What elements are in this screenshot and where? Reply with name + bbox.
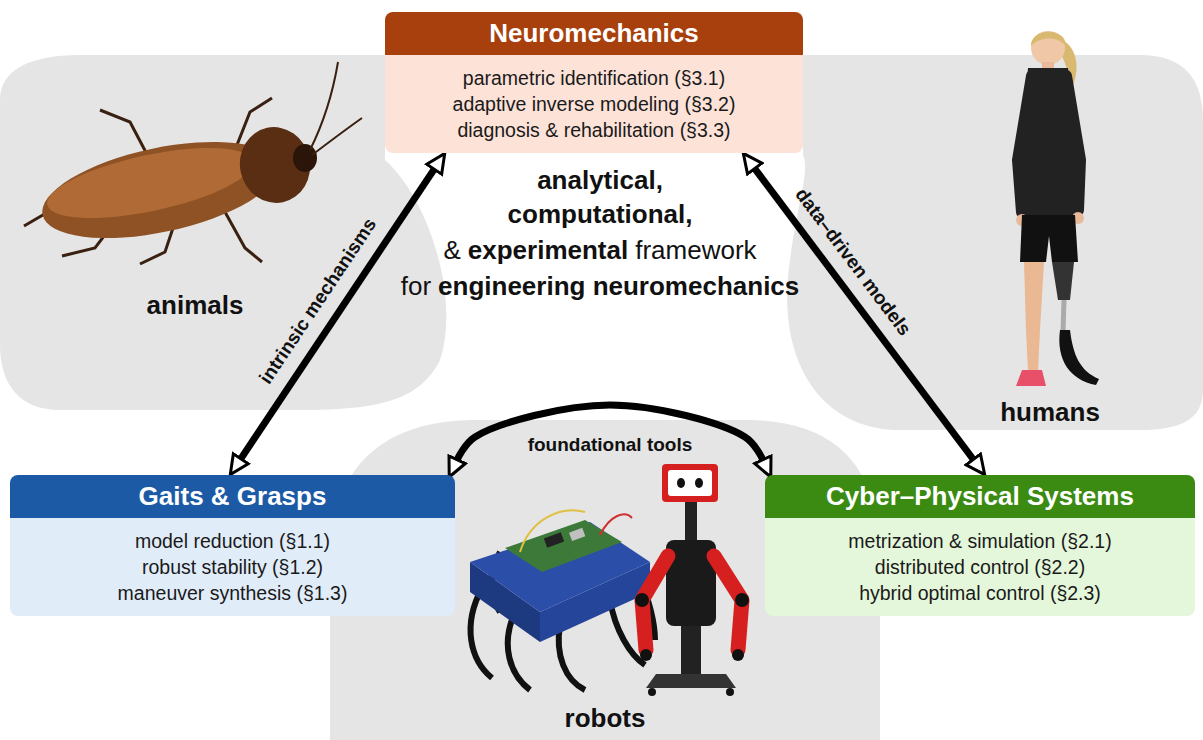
hexapod-robot bbox=[470, 510, 655, 690]
central-text-line: &experimentalframework bbox=[443, 234, 756, 266]
box-item: model reduction (§1.1) bbox=[24, 528, 441, 554]
roach-antenna bbox=[310, 62, 338, 150]
robot-gripper bbox=[732, 649, 744, 661]
edge-label: foundational tools bbox=[524, 434, 697, 456]
central-text-line: computational, bbox=[508, 198, 693, 230]
edge-label: intrinsic mechanisms bbox=[255, 214, 381, 388]
robot-head-screen bbox=[662, 464, 718, 502]
central-phrase: & bbox=[443, 234, 460, 266]
box-heading: Neuromechanics bbox=[385, 12, 803, 55]
humans-ground bbox=[787, 55, 1203, 430]
shorts bbox=[1020, 215, 1078, 262]
prosthetic-socket bbox=[1052, 262, 1074, 300]
box-heading: Gaits & Grasps bbox=[10, 475, 455, 518]
jacket bbox=[1021, 68, 1076, 218]
head bbox=[1031, 31, 1065, 65]
robot-wheel bbox=[648, 688, 656, 696]
box-item: diagnosis & rehabilitation (§3.3) bbox=[399, 117, 789, 143]
wire bbox=[600, 514, 632, 535]
animals-ground bbox=[0, 55, 446, 410]
central-phrase: framework bbox=[635, 234, 756, 266]
prosthetic-pylon bbox=[1063, 300, 1064, 332]
human-figure bbox=[1016, 31, 1099, 386]
central-phrase: engineering neuromechanics bbox=[438, 270, 799, 302]
box-item: robust stability (§1.2) bbox=[24, 554, 441, 580]
shoe bbox=[1016, 370, 1046, 386]
robot-eye bbox=[677, 478, 685, 488]
figure-label: robots bbox=[565, 703, 646, 734]
central-phrase: analytical, bbox=[537, 164, 663, 196]
baxter-robot bbox=[635, 464, 749, 696]
chip bbox=[544, 532, 564, 548]
box-item: distributed control (§2.2) bbox=[779, 554, 1181, 580]
roach-wing bbox=[41, 134, 258, 232]
leg bbox=[1024, 262, 1044, 372]
box-body: model reduction (§1.1)robust stability (… bbox=[10, 518, 455, 616]
section-box: Cyber–Physical Systemsmetrization & simu… bbox=[765, 475, 1195, 616]
robot-neck bbox=[685, 500, 697, 542]
double-arrow bbox=[457, 405, 762, 459]
robot-joint bbox=[735, 593, 749, 607]
box-item: adaptive inverse modeling (§3.2) bbox=[399, 91, 789, 117]
edge-label: data–driven models bbox=[791, 184, 916, 340]
hair bbox=[1031, 32, 1066, 46]
box-body: metrization & simulation (§2.1)distribut… bbox=[765, 518, 1195, 616]
box-item: hybrid optimal control (§2.3) bbox=[779, 580, 1181, 606]
central-text-line: forengineering neuromechanics bbox=[401, 270, 800, 302]
section-box: Gaits & Graspsmodel reduction (§1.1)robu… bbox=[10, 475, 455, 616]
robot-joint bbox=[635, 593, 649, 607]
double-arrow bbox=[241, 170, 434, 459]
robot-face bbox=[668, 470, 712, 496]
box-heading: Cyber–Physical Systems bbox=[765, 475, 1195, 518]
central-phrase: experimental bbox=[468, 234, 628, 266]
robot-leg bbox=[559, 625, 585, 690]
figure-label: humans bbox=[1000, 397, 1100, 428]
roach-pronotum bbox=[233, 121, 317, 210]
box-item: maneuver synthesis (§1.3) bbox=[24, 580, 441, 606]
chip bbox=[569, 528, 585, 541]
central-phrase: computational, bbox=[508, 198, 693, 230]
robot-base bbox=[646, 674, 736, 688]
robot-eye bbox=[695, 478, 703, 488]
robot-chassis-top bbox=[470, 522, 650, 612]
box-item: metrization & simulation (§2.1) bbox=[779, 528, 1181, 554]
cockroach-figure bbox=[24, 62, 362, 264]
box-body: parametric identification (§3.1)adaptive… bbox=[385, 55, 803, 153]
roach-head bbox=[293, 144, 317, 172]
central-phrase: for bbox=[401, 270, 431, 302]
double-arrow bbox=[755, 169, 973, 459]
wire bbox=[520, 510, 585, 552]
section-box: Neuromechanicsparametric identification … bbox=[385, 12, 803, 153]
box-item: parametric identification (§3.1) bbox=[399, 65, 789, 91]
robot-pedestal bbox=[681, 620, 701, 676]
prosthetic-blade bbox=[1059, 330, 1099, 385]
robot-wheel bbox=[726, 688, 734, 696]
roach-antenna bbox=[312, 118, 362, 155]
figure-label: animals bbox=[147, 290, 244, 321]
roach-leg bbox=[225, 212, 262, 262]
robot-gripper bbox=[640, 649, 652, 661]
central-text-line: analytical, bbox=[537, 164, 663, 196]
